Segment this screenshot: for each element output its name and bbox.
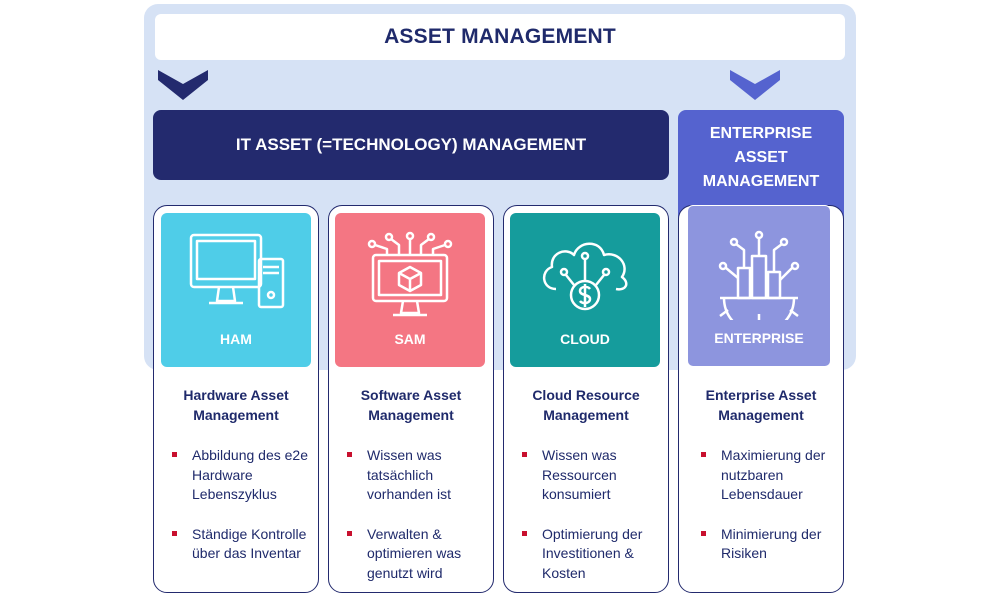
building-gear-icon [718, 230, 800, 320]
card-title-sam: Software Asset Management [360, 387, 462, 423]
software-cube-icon [367, 231, 453, 317]
it-asset-management-label: IT ASSET (=TECHNOLOGY) MANAGEMENT [235, 135, 587, 154]
bullet-list-sam: Wissen was tatsächlich vorhanden ist Ver… [343, 446, 483, 603]
list-item: Wissen was tatsächlich vorhanden ist [343, 446, 483, 505]
list-item: Wissen was Ressourcen konsumiert [518, 446, 658, 505]
list-item: Minimierung der Risiken [697, 525, 837, 564]
card-title-cloud: Cloud Resource Management [532, 387, 640, 423]
list-item: Abbildung des e2e Hardware Lebenszyklus [168, 446, 308, 505]
it-asset-management-bar: IT ASSET (=TECHNOLOGY) MANAGEMENT [153, 110, 669, 180]
cloud-dollar-icon [543, 242, 628, 311]
diagram-title: ASSET MANAGEMENT [155, 14, 845, 60]
chevron-down-icon [158, 70, 208, 100]
tile-ham: HAM [161, 213, 311, 367]
list-item: Ständige Kontrolle über das Inventar [168, 525, 308, 564]
list-item: Maximierung der nutzbaren Lebensdauer [697, 446, 837, 505]
enterprise-asset-management-label: ENTERPRISE ASSET MANAGEMENT [702, 125, 820, 190]
list-item: Verwalten & optimieren was genutzt wird [343, 525, 483, 584]
card-title-enterprise: Enterprise Asset Management [705, 387, 817, 423]
bullet-list-ham: Abbildung des e2e Hardware Lebenszyklus … [168, 446, 308, 584]
computer-monitor-icon [189, 233, 285, 309]
bullet-list-enterprise: Maximierung der nutzbaren Lebensdauer Mi… [697, 446, 837, 584]
tile-sam: SAM [335, 213, 485, 367]
diagram-title-text: ASSET MANAGEMENT [384, 25, 616, 48]
tile-cloud-label: CLOUD [560, 331, 610, 347]
bullet-list-cloud: Wissen was Ressourcen konsumiert Optimie… [518, 446, 658, 603]
tile-enterprise-label: ENTERPRISE [714, 330, 804, 346]
tile-enterprise: ENTERPRISE [687, 205, 831, 367]
tile-sam-label: SAM [394, 331, 426, 347]
list-item: Optimierung der Investitionen & Kosten [518, 525, 658, 584]
chevron-down-icon [730, 70, 780, 100]
card-title-ham: Hardware Asset Management [183, 387, 289, 423]
tile-ham-label: HAM [220, 331, 252, 347]
tile-cloud: CLOUD [510, 213, 660, 367]
